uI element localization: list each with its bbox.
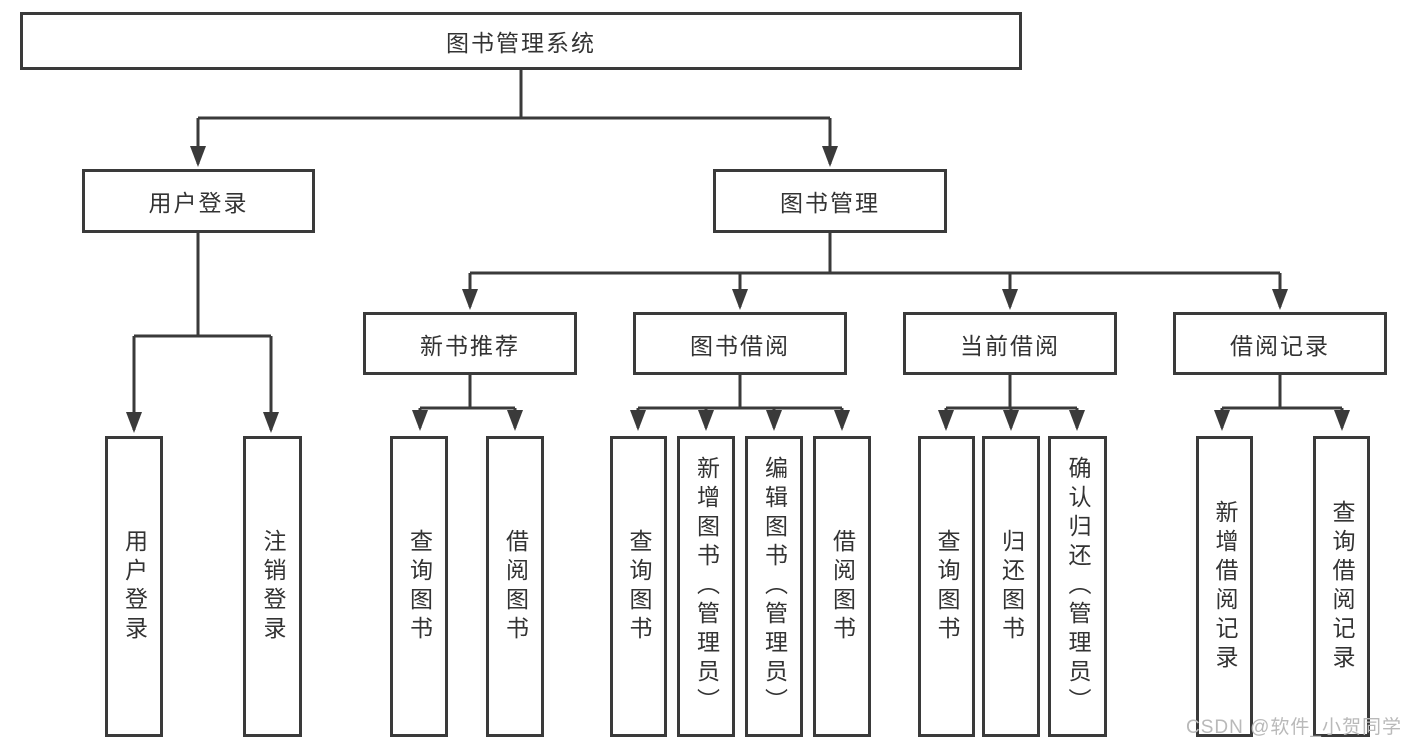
csdn-watermark: CSDN @软件_小贺同学 [1186,717,1402,738]
node-borrowing-records-label: 借阅记录 [1230,332,1330,359]
leaf-confirm-return-admin-label: 确认归还（管理员） [1065,456,1091,717]
leaf-query-books-current-label: 查询图书 [934,528,960,645]
leaf-edit-book-admin-label: 编辑图书（管理员） [761,456,788,717]
node-user-login-label: 用户登录 [148,190,249,216]
leaf-borrow-books-borrowing-label: 借阅图书 [829,528,856,645]
leaf-user-login-label: 用户登录 [121,528,148,645]
node-book-management-label: 图书管理 [780,190,880,216]
leaf-query-books-recommend: 查询图书 [390,436,448,737]
leaf-add-book-admin-label: 新增图书（管理员） [693,456,720,717]
node-book-borrowing-label: 图书借阅 [690,332,790,359]
node-new-book-recommend: 新书推荐 [363,312,577,375]
leaf-query-borrow-record-label: 查询借阅记录 [1329,499,1355,674]
leaf-user-login: 用户登录 [105,436,163,737]
leaf-query-books-borrowing: 查询图书 [610,436,667,737]
node-book-borrowing: 图书借阅 [633,312,847,375]
node-current-borrowing: 当前借阅 [903,312,1117,375]
leaf-borrow-books-recommend-label: 借阅图书 [502,528,529,645]
leaf-add-borrow-record-label: 新增借阅记录 [1212,499,1238,674]
leaf-edit-book-admin: 编辑图书（管理员） [745,436,803,737]
node-borrowing-records: 借阅记录 [1173,312,1387,375]
leaf-return-book-label: 归还图书 [998,528,1025,645]
node-new-book-recommend-label: 新书推荐 [420,332,520,359]
leaf-add-book-admin: 新增图书（管理员） [677,436,735,737]
node-current-borrowing-label: 当前借阅 [960,332,1060,359]
leaf-logout-label: 注销登录 [260,528,286,645]
leaf-borrow-books-borrowing: 借阅图书 [813,436,871,737]
leaf-borrow-books-recommend: 借阅图书 [486,436,544,737]
leaf-query-books-recommend-label: 查询图书 [406,528,433,645]
leaf-logout: 注销登录 [243,436,302,737]
leaf-add-borrow-record: 新增借阅记录 [1196,436,1253,737]
leaf-confirm-return-admin: 确认归还（管理员） [1048,436,1107,737]
node-root: 图书管理系统 [20,12,1022,70]
leaf-query-borrow-record: 查询借阅记录 [1313,436,1370,737]
leaf-query-books-borrowing-label: 查询图书 [626,528,652,645]
node-user-login: 用户登录 [82,169,315,233]
leaf-return-book: 归还图书 [982,436,1040,737]
node-root-label: 图书管理系统 [446,30,596,56]
leaf-query-books-current: 查询图书 [918,436,975,737]
node-book-management: 图书管理 [713,169,947,233]
